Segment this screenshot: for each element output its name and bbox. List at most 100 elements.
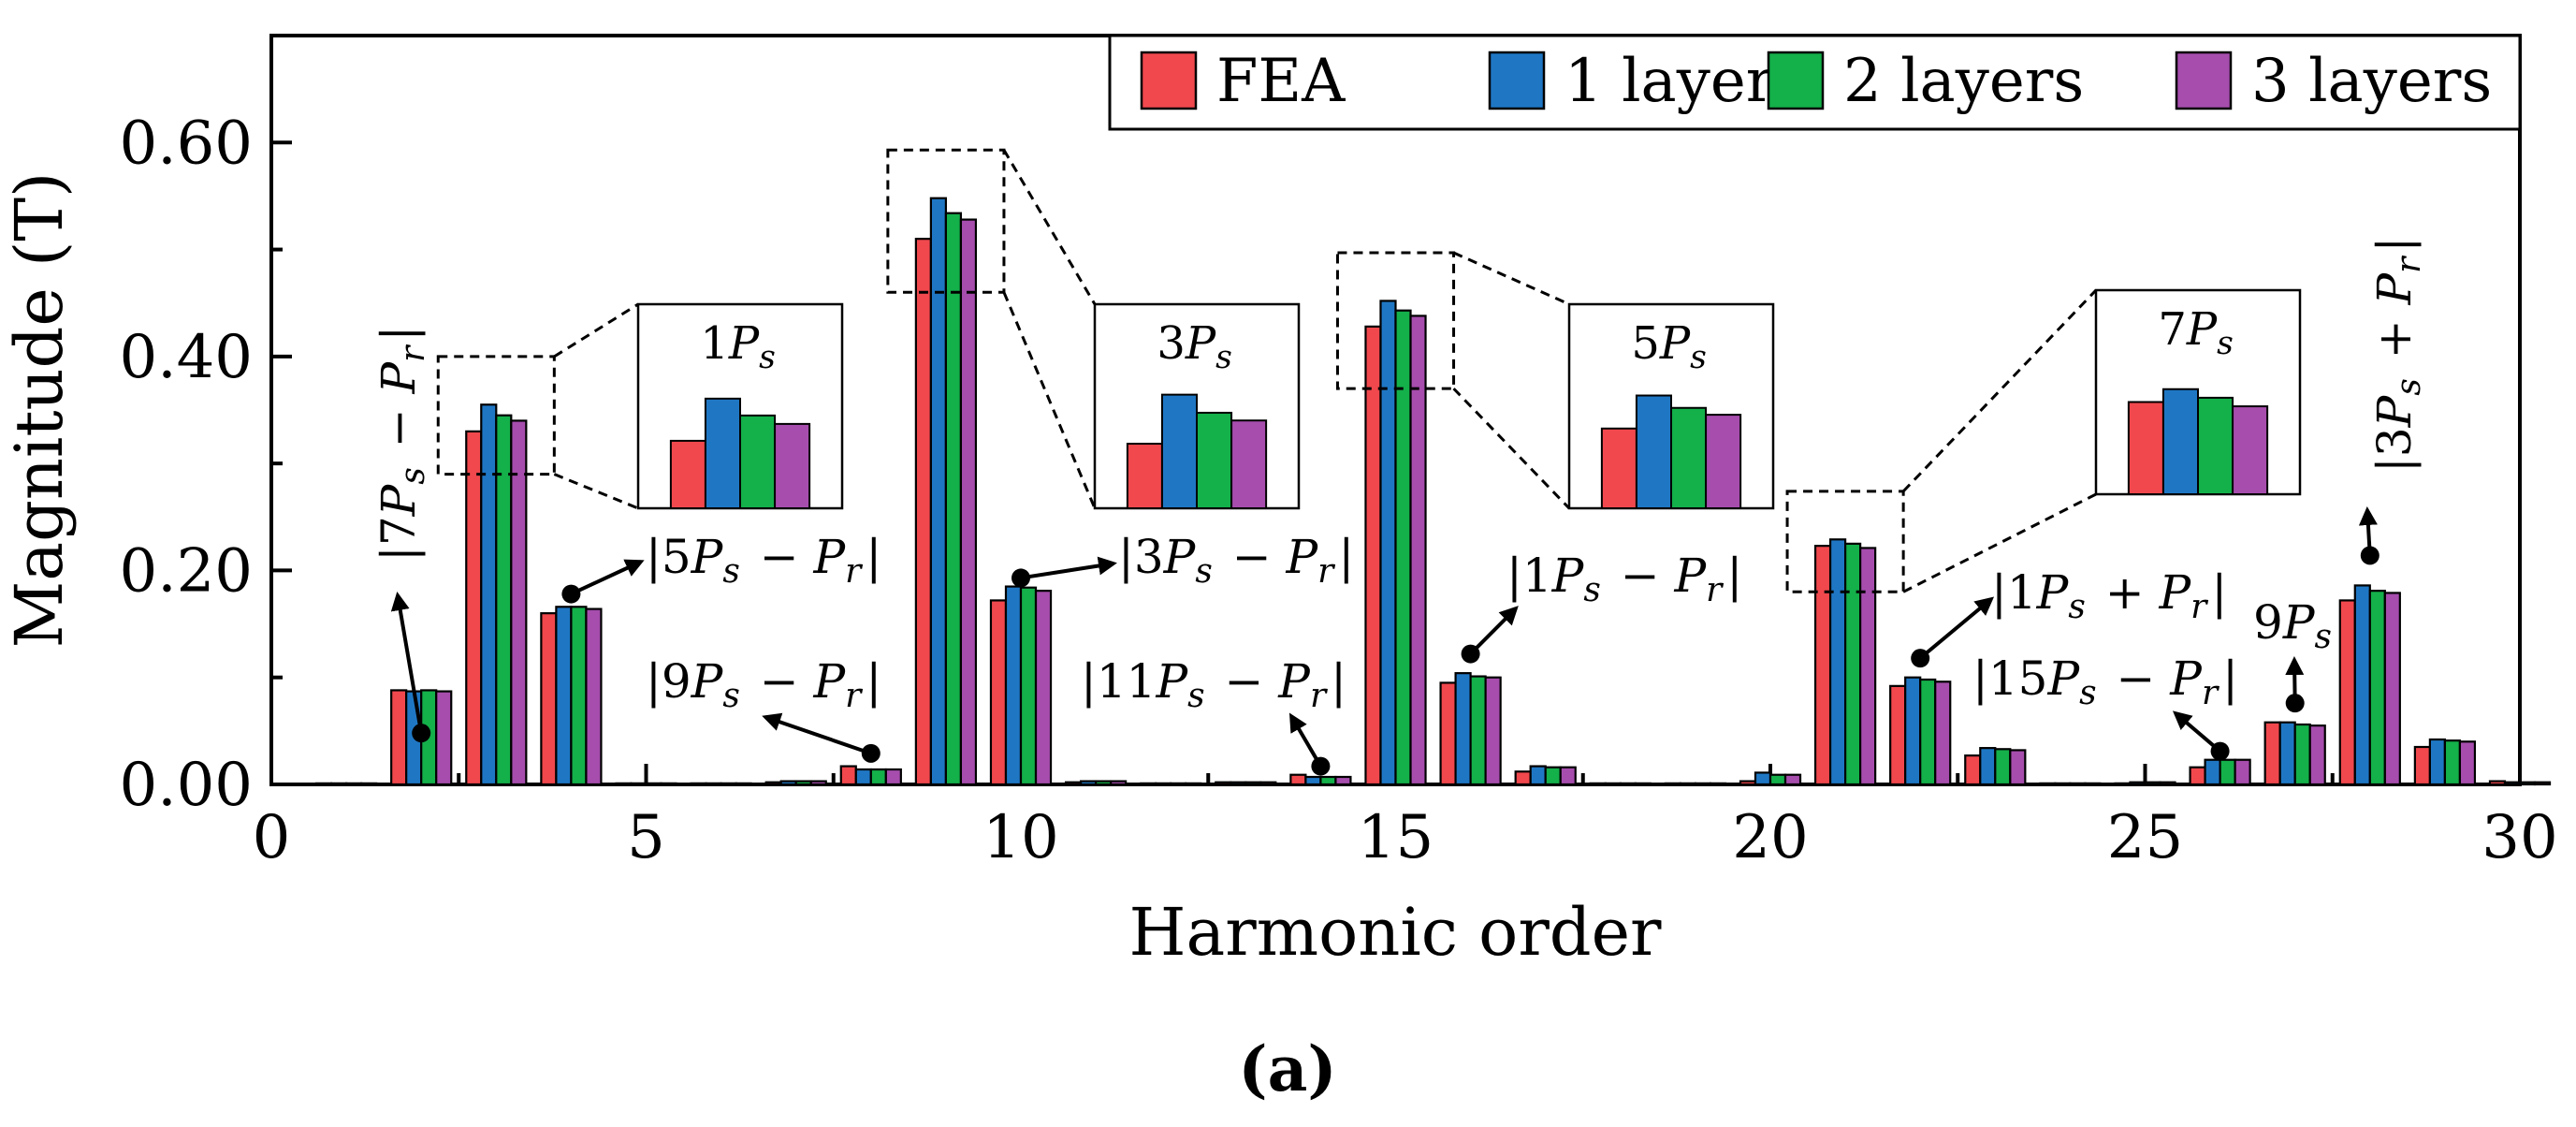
bar-fea-h8 [839, 765, 857, 786]
bar-1-layer-h17 [1529, 765, 1547, 786]
bar-3-layers-h20 [1783, 773, 1802, 786]
bar-group-h6 [690, 782, 752, 786]
bar-3-layers-h23 [2009, 749, 2027, 786]
bar-3-layers-h16 [1484, 676, 1502, 786]
inset-h15: 5Ps [1567, 302, 1775, 510]
bar-1-layer-h10 [1004, 585, 1023, 786]
legend-swatch-fea [1140, 51, 1198, 110]
bar-group-h23 [1964, 747, 2027, 786]
bar-3-layers-h28 [2383, 592, 2401, 786]
bar-2-layers-h13 [1244, 781, 1262, 786]
bar-2-layers-h10 [1019, 586, 1038, 786]
bar-fea-h19 [1664, 782, 1681, 786]
bar-2-layers-h11 [1094, 780, 1113, 786]
bar-1-layer-h18 [1604, 782, 1622, 786]
zoom-connector [1902, 492, 2097, 593]
annotation-label: |9Ps − Pr | [646, 654, 881, 715]
bar-group-h24 [2039, 782, 2102, 786]
bar-1-layer-h14 [1304, 775, 1322, 786]
bar-fea-h14 [1289, 773, 1307, 786]
bar-1-layer-h22 [1904, 676, 1922, 786]
bar-group-h8 [839, 765, 902, 786]
bar-2-layers-h21 [1843, 542, 1862, 786]
annotation-arrow [390, 592, 424, 734]
bar-2-layers-h1 [345, 782, 363, 786]
inset-bar-fea [669, 439, 706, 510]
bar-2-layers-h30 [2518, 781, 2537, 786]
bar-1-layer-h25 [2129, 781, 2147, 786]
x-tick-label: 10 [982, 803, 1058, 872]
bar-1-layer-h19 [1679, 782, 1697, 786]
bar-fea-h2 [390, 689, 408, 786]
bar-3-layers-h22 [1934, 681, 1952, 786]
bar-fea-h22 [1889, 684, 1907, 786]
bar-3-layers-h15 [1409, 315, 1427, 786]
bar-2-layers-h27 [2293, 723, 2311, 786]
annotation-arrow [762, 712, 872, 755]
bar-1-layer-h21 [1828, 538, 1847, 786]
bar-group-h3 [465, 403, 528, 786]
inset-title: 3Ps [1157, 317, 1236, 376]
bar-1-layer-h6 [705, 782, 722, 786]
inset-bar-1-layer [1160, 393, 1198, 509]
zoom-connector [1002, 291, 1097, 509]
zoom-box-h9 [886, 148, 1006, 294]
legend-swatch-1-layer [1488, 51, 1546, 110]
bar-2-layers-h15 [1394, 309, 1412, 786]
bar-2-layers-h19 [1694, 782, 1712, 786]
bar-3-layers-h1 [360, 782, 378, 786]
bar-group-h21 [1813, 538, 1877, 786]
annotation-h10: |3Ps − Pr | [1011, 530, 1354, 591]
zoom-boxes [436, 148, 2098, 593]
bar-groups [314, 197, 2552, 786]
inset-bar-1-layer [704, 397, 742, 509]
annotation-h14: |11Ps − Pr | [1081, 654, 1346, 776]
bar-2-layers-h28 [2368, 590, 2386, 786]
inset-bar-3-layers [1230, 419, 1268, 510]
bar-fea-h12 [1140, 782, 1157, 786]
bar-fea-h1 [314, 782, 333, 786]
bar-3-layers-h26 [2234, 758, 2251, 786]
bar-3-layers-h14 [1334, 775, 1352, 786]
inset-title: 7Ps [2158, 303, 2237, 362]
inset-bar-fea [1600, 427, 1637, 509]
annotation-label: |3Ps − Pr | [1118, 530, 1354, 591]
bar-group-h7 [764, 780, 827, 786]
bar-fea-h5 [615, 782, 633, 786]
annotation-arrow [570, 559, 645, 596]
bar-group-h22 [1889, 676, 1952, 786]
bar-2-layers-h9 [944, 212, 963, 786]
bar-1-layer-h23 [1979, 747, 1997, 786]
inset-panels: 1Ps 3Ps 5Ps 7Ps [636, 288, 2302, 510]
bar-fea-h4 [540, 612, 558, 786]
bar-group-h5 [615, 782, 677, 786]
bar-group-h20 [1739, 771, 1802, 786]
bar-3-layers-h24 [2084, 782, 2102, 786]
y-tick-label: 0.00 [120, 751, 254, 820]
annotation-label: |3Ps + Pr | [2367, 237, 2428, 473]
annotation-h27: 9Ps [2253, 595, 2332, 713]
bar-3-layers-h17 [1559, 766, 1577, 786]
bar-fea-h25 [2114, 782, 2132, 786]
bar-2-layers-h22 [1919, 678, 1937, 786]
bar-group-h28 [2338, 584, 2401, 786]
bar-2-layers-h4 [570, 606, 588, 786]
bar-3-layers-h13 [1259, 781, 1277, 786]
bar-1-layer-h8 [854, 768, 872, 786]
x-tick-label: 15 [1358, 803, 1434, 872]
bar-2-layers-h25 [2144, 781, 2161, 786]
bar-1-layer-h20 [1754, 771, 1772, 786]
bar-2-layers-h29 [2443, 739, 2462, 786]
bar-3-layers-h7 [809, 780, 827, 786]
bar-1-layer-h28 [2353, 584, 2371, 786]
bar-3-layers-h25 [2159, 781, 2176, 786]
annotation-arrow [1288, 712, 1323, 768]
zoom-connector [1452, 388, 1571, 510]
annotation-h26: |15Ps − Pr | [1972, 651, 2238, 761]
annotation-arrow [1020, 556, 1117, 580]
zoom-connector [1002, 149, 1097, 305]
bar-3-layers-h6 [735, 782, 752, 786]
bar-2-layers-h5 [645, 782, 662, 786]
legend-swatch-2-layers [1767, 51, 1825, 110]
bar-fea-h30 [2488, 780, 2507, 786]
